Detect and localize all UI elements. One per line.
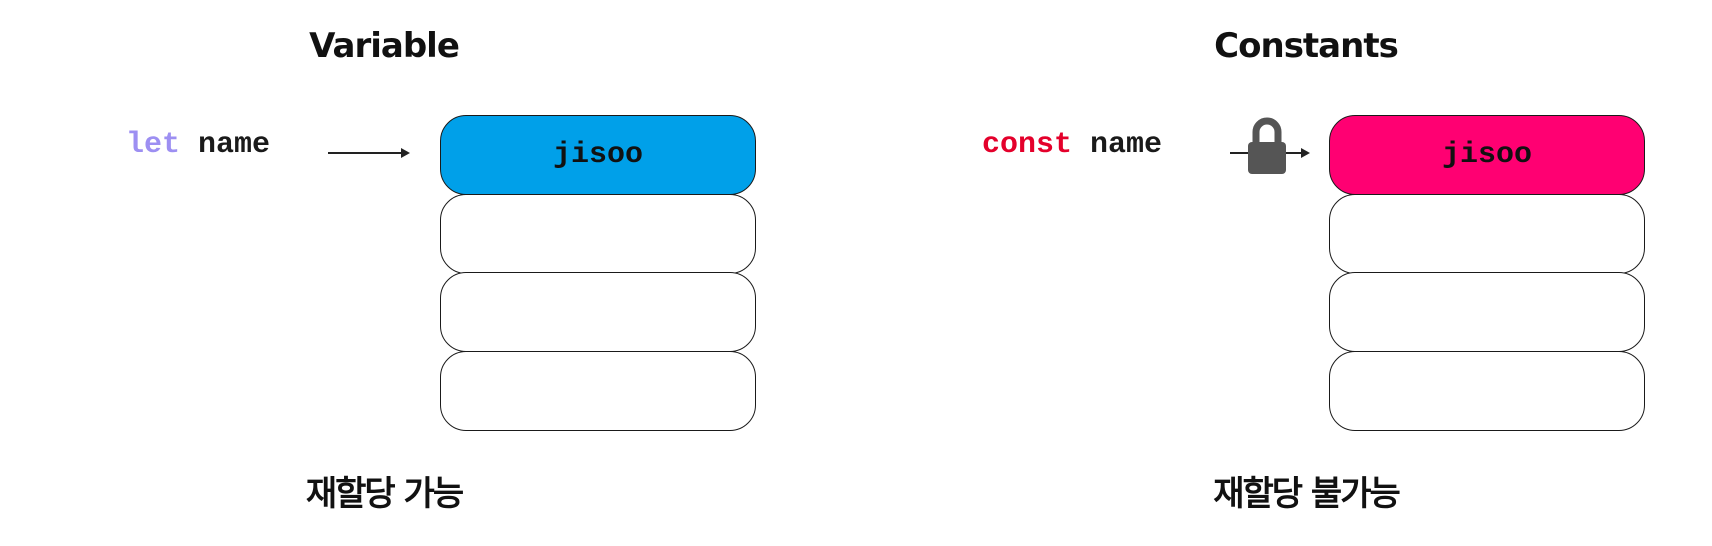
constant-memory-cell-empty — [1329, 193, 1645, 274]
variable-stored-value: jisoo — [552, 138, 643, 172]
constant-memory-cell-empty — [1329, 272, 1645, 352]
variable-memory-cell-empty — [440, 350, 756, 431]
constant-memory-cell-empty — [1329, 350, 1645, 431]
variable-caption: 재할당 가능 — [305, 474, 464, 514]
let-keyword: let — [126, 128, 181, 162]
variable-memory-cell-filled: jisoo — [440, 115, 756, 195]
variable-arrow — [328, 148, 410, 158]
variable-memory-cell-empty — [440, 193, 756, 274]
variable-title: Variable — [309, 26, 460, 66]
let-declaration: let name — [126, 128, 270, 162]
constant-stored-value: jisoo — [1441, 138, 1532, 172]
constant-memory-cell-filled: jisoo — [1329, 115, 1645, 195]
const-keyword: const — [982, 128, 1073, 162]
variable-memory-stack: jisoo — [440, 115, 756, 431]
constants-title: Constants — [1214, 26, 1399, 66]
const-declaration: const name — [982, 128, 1162, 162]
constants-caption: 재할당 불가능 — [1213, 474, 1401, 514]
lock-icon — [1246, 114, 1288, 180]
variable-identifier: name — [198, 128, 271, 162]
constant-memory-stack: jisoo — [1329, 115, 1645, 431]
variable-memory-cell-empty — [440, 272, 756, 352]
constant-identifier: name — [1090, 128, 1163, 162]
